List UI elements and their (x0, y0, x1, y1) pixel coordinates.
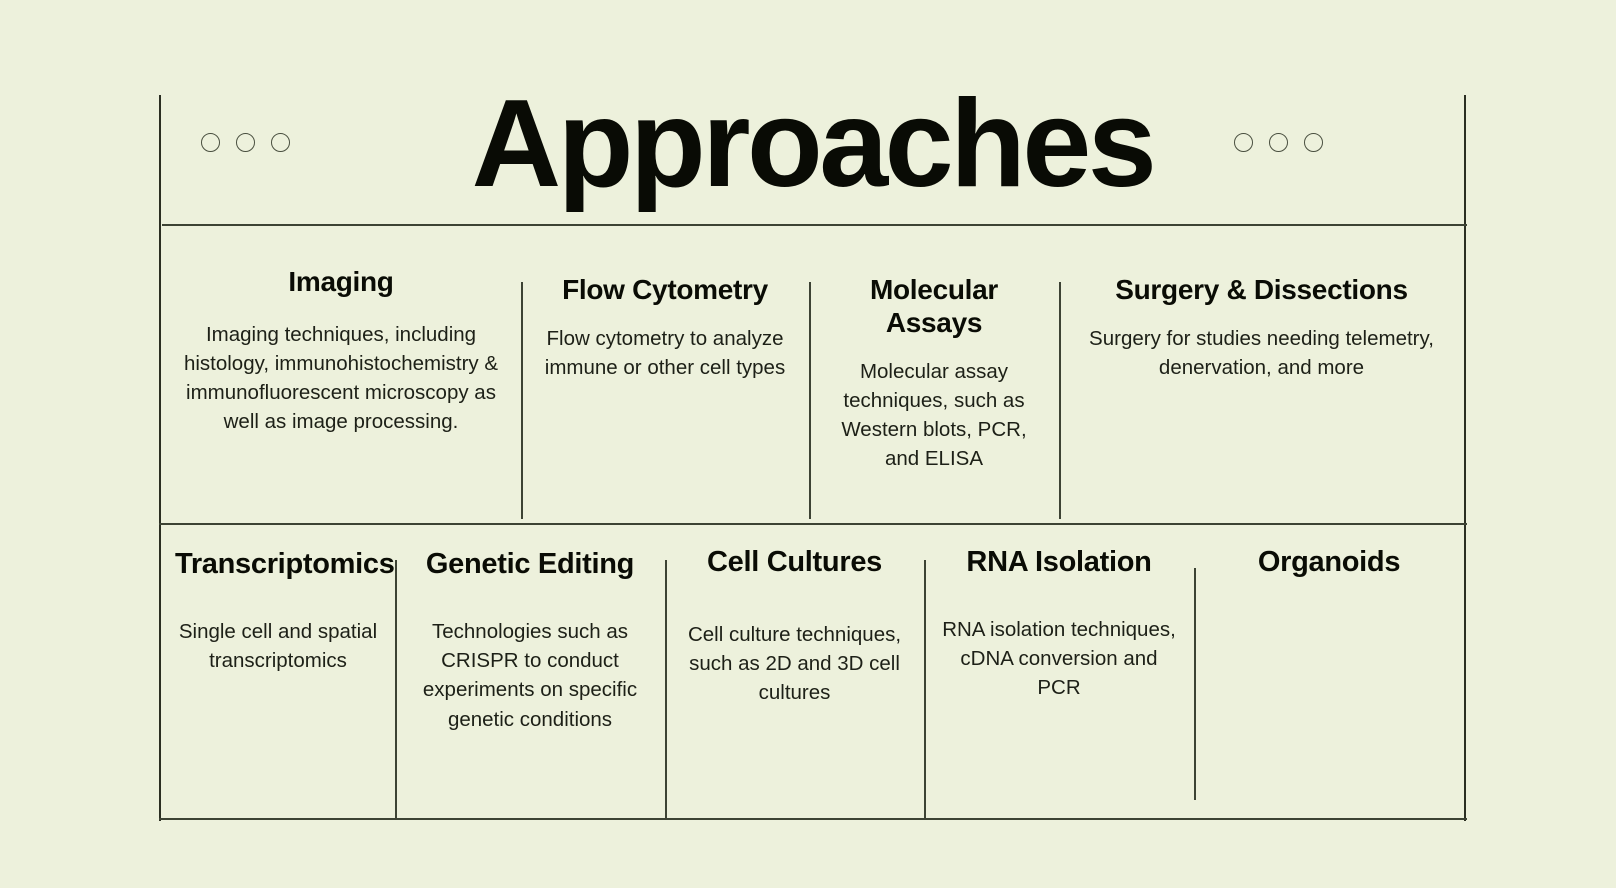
circle-icon (201, 133, 220, 152)
card-molecular-assays[interactable]: Molecular Assays Molecular assay techniq… (809, 226, 1059, 523)
card-imaging[interactable]: Imaging Imaging techniques, including hi… (161, 226, 521, 523)
card-title: Molecular Assays (869, 274, 998, 339)
card-title: Cell Cultures (707, 546, 882, 578)
card-description: Imaging techniques, including histology,… (183, 323, 499, 434)
decorative-dots-left (201, 133, 290, 152)
card-surgery-and-dissections[interactable]: Surgery & Dissections Surgery for studie… (1059, 226, 1464, 523)
content-frame (159, 95, 1466, 821)
circle-icon (1234, 133, 1253, 152)
approach-row-1: Imaging Imaging techniques, including hi… (161, 226, 1464, 523)
card-title: Organoids (1257, 546, 1401, 578)
divider-between-rows (159, 523, 1467, 525)
card-title: Flow Cytometry (562, 274, 768, 305)
card-title: RNA Isolation (966, 546, 1152, 578)
circle-icon (1304, 133, 1323, 152)
card-description: Single cell and spatial transcriptomics (178, 620, 378, 673)
decorative-dots-right (1234, 133, 1323, 152)
card-title: Surgery & Dissections (1115, 274, 1408, 305)
card-title: Genetic Editing (425, 548, 635, 580)
circle-icon (236, 133, 255, 152)
card-organoids[interactable]: Organoids (1194, 525, 1464, 818)
card-cell-cultures[interactable]: Cell Cultures Cell culture techniques, s… (665, 525, 924, 818)
slide-header: Approaches (159, 75, 1466, 225)
card-rna-isolation[interactable]: RNA Isolation RNA isolation techniques, … (924, 525, 1194, 818)
divider-bottom (159, 818, 1467, 820)
card-genetic-editing[interactable]: Genetic Editing Technologies such as CRI… (395, 525, 665, 818)
circle-icon (271, 133, 290, 152)
card-description: Surgery for studies needing telemetry, d… (1089, 327, 1434, 380)
card-description (1208, 579, 1450, 580)
card-flow-cytometry[interactable]: Flow Cytometry Flow cytometry to analyze… (521, 226, 809, 523)
card-title: Transcriptomics (175, 548, 395, 580)
divider-under-header (162, 224, 1467, 226)
card-description: Flow cytometry to analyze immune or othe… (544, 327, 786, 380)
card-description: Cell culture techniques, such as 2D and … (687, 623, 902, 705)
card-transcriptomics[interactable]: Transcriptomics Single cell and spatial … (161, 525, 395, 818)
card-description: Molecular assay techniques, such as West… (841, 360, 1027, 471)
card-title: Imaging (288, 266, 394, 297)
page-title: Approaches (471, 75, 1157, 213)
card-description: Technologies such as CRISPR to conduct e… (422, 620, 638, 731)
card-description: RNA isolation techniques, cDNA conversio… (942, 618, 1176, 700)
circle-icon (1269, 133, 1288, 152)
approach-row-2: Transcriptomics Single cell and spatial … (161, 525, 1464, 818)
